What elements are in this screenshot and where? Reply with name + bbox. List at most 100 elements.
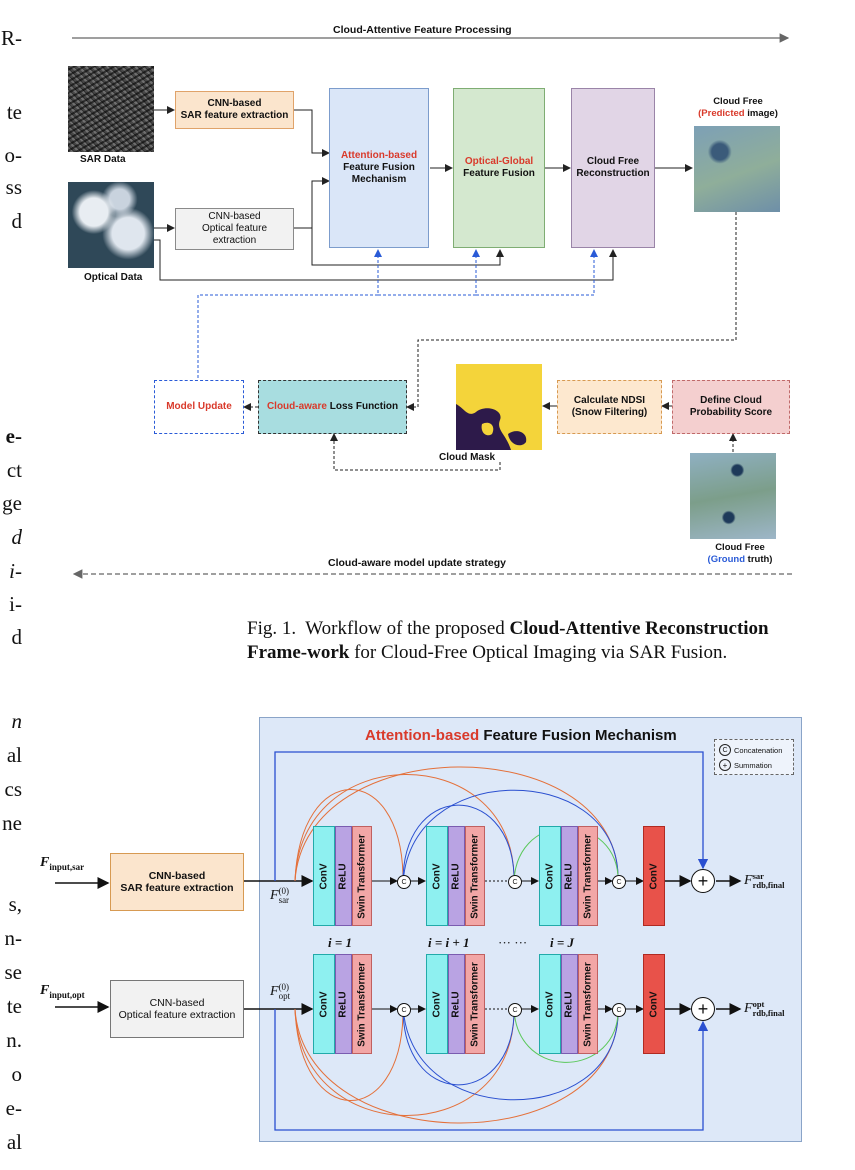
figure-2-connectors [55,751,742,1131]
block-label: ReLU [451,990,462,1018]
optical-global-highlight: Optical-Global [464,156,534,167]
ndsi-line2: (Snow Filtering) [571,407,648,418]
caption-suffix: for Cloud-Free Optical Imaging via SAR F… [349,642,728,663]
input-opt-base: F [40,983,50,998]
fusion-sar-box-line1: CNN-based [148,870,206,882]
reconstruction-line1: Cloud Free [586,156,640,167]
fusion-opt-box-line1: CNN-based [149,997,205,1009]
output-sar-sup: sar [752,871,764,881]
attention-box-highlight: Attention-based [340,150,418,161]
margin-fragment: al [6,1130,22,1154]
margin-fragment: e- [5,1096,22,1120]
concat-icon: C [508,1003,522,1017]
f-sar-0-label: F(0)sar [270,887,289,905]
figure-1-connectors [72,33,792,579]
fusion-title: Attention-based Feature Fusion Mechanism [365,727,677,744]
cloud-probability-box: Define Cloud Probability Score [672,380,790,434]
margin-fragment: s, [8,892,22,916]
optical-global-line2: Feature Fusion [463,168,535,179]
block-label: Swin Transformer [582,961,594,1047]
iter-label: i = i + 1 [428,935,470,950]
top-block-1-swin: Swin Transformer [352,826,372,926]
output-sar-base: F [744,873,753,889]
fusion-title-rest: Feature Fusion Mechanism [479,727,677,744]
output-sar-sub: rdb,final [752,880,785,890]
pred-highlight: Predicted [701,108,745,119]
margin-fragment: cs [4,777,23,801]
prob-line1: Define Cloud [700,395,762,406]
bottom-block-3-conv: ConV [539,954,561,1054]
input-sar-sub: input,sar [49,861,85,872]
reconstruction-line2: Reconstruction [576,168,650,179]
opt-box-line1: CNN-based [208,211,261,222]
fusion-title-highlight: Attention-based [365,727,480,744]
input-sar-label: Finput,sar [40,855,84,872]
cloud-mask-label: Cloud Mask [439,452,496,463]
top-block-3-relu: ReLU [561,826,578,926]
input-opt-sub: input,opt [49,989,85,1000]
f-opt-0-sup: (0) [278,982,290,992]
legend: C Concatenation + Summation [714,739,794,775]
loss-function-box: Cloud-aware Loss Function [258,380,407,434]
model-update-box: Model Update [154,380,244,434]
gt-label-line1: Cloud Free [715,542,765,553]
fusion-opt-box-line2: Optical feature extraction [118,1009,236,1021]
block-label: ConV [544,862,556,890]
top-block-3-swin: Swin Transformer [578,826,598,926]
optical-feature-box: CNN-based Optical feature extraction [175,208,294,250]
iter-label: ··· ··· [498,935,528,950]
top-final-conv: ConV [643,826,665,926]
concat-icon: C [508,875,522,889]
margin-fragment: te [6,994,22,1018]
fusion-sar-feature-box: CNN-based SAR feature extraction [110,853,244,911]
legend-item: C Concatenation [719,742,789,758]
bottom-block-2-relu: ReLU [448,954,465,1054]
top-block-3-conv: ConV [539,826,561,926]
sar-data-image [68,66,154,152]
f-opt-0-base: F [270,984,279,1000]
legend-item: + Summation [719,758,789,772]
bottom-block-2-swin: Swin Transformer [465,954,485,1054]
bottom-arrow-label: Cloud-aware model update strategy [328,557,506,569]
margin-fragment: ss [5,175,22,199]
cloud-free-predicted-label: Cloud Free (Predicted image) [690,96,786,120]
sar-box-line2: SAR feature extraction [180,110,289,121]
optical-data-label: Optical Data [84,272,143,283]
input-opt-label: Finput,opt [40,983,85,1000]
pred-rest: image) [744,108,778,119]
fusion-opt-feature-box: CNN-based Optical feature extraction [110,980,244,1038]
margin-fragment: d [11,525,23,549]
block-label: Swin Transformer [356,833,368,919]
ndsi-box: Calculate NDSI (Snow Filtering) [557,380,662,434]
loss-rest: Loss Function [326,401,399,412]
margin-fragment: o- [4,143,23,167]
iter-label: i = 1 [328,935,353,950]
gt-open-paren: ( [707,554,711,565]
concat-icon: C [397,875,411,889]
top-block-2-relu: ReLU [448,826,465,926]
loss-highlight: Cloud-aware [266,401,327,412]
top-block-1-conv: ConV [313,826,335,926]
margin-fragment: d [11,625,23,649]
block-label: ReLU [564,990,575,1018]
bottom-block-1-swin: Swin Transformer [352,954,372,1054]
margin-fragment: o [11,1062,23,1086]
margin-fragment: d [11,209,23,233]
block-label: ReLU [338,862,349,890]
margin-fragment: se [4,960,23,984]
optical-data-image [68,182,154,268]
output-opt-base: F [744,1001,753,1017]
gt-rest: truth) [745,554,773,565]
f-opt-0-label: F(0)opt [270,983,290,1001]
caption-bold: Cloud-Attentive Reconstruction Frame-wor… [247,618,769,663]
legend-label: Concatenation [734,745,783,755]
pred-label-line1: Cloud Free [713,96,763,107]
block-label: ConV [648,862,660,890]
block-label: ReLU [451,862,462,890]
block-label: Swin Transformer [469,833,481,919]
concat-icon: C [397,1003,411,1017]
summation-icon: + [691,869,715,893]
opt-box-line2: Optical feature [201,223,268,234]
pred-open-paren: ( [698,108,702,119]
